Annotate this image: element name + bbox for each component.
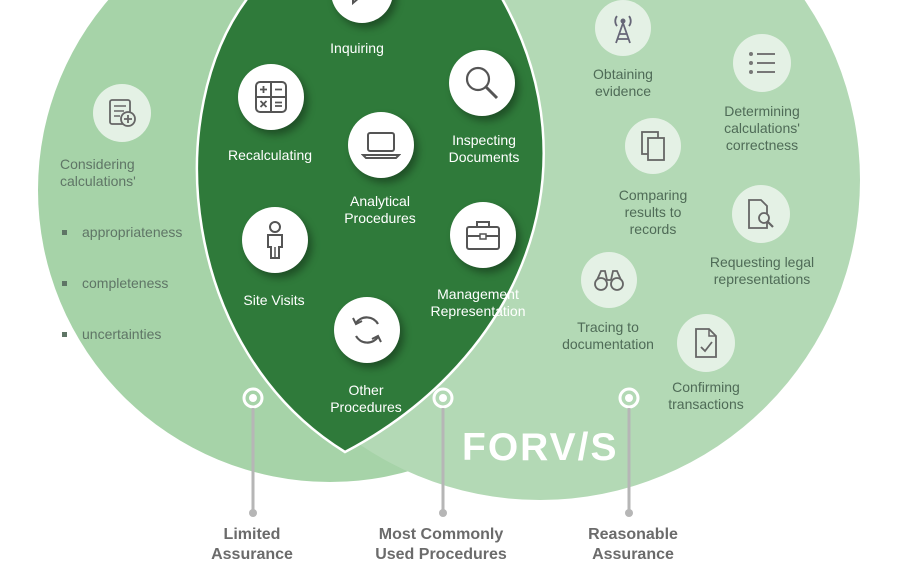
legend-pointer-limited (242, 387, 264, 517)
analytical-label: Analytical Procedures (344, 193, 416, 226)
determining-label: Determining calculations' correctness (724, 103, 800, 153)
limited-bullet-list: appropriateness completeness uncertainti… (60, 190, 182, 377)
comparing-label: Comparing results to records (618, 187, 688, 237)
legend-limited-assurance: Limited Assurance (211, 526, 293, 563)
legal-label: Requesting legal representations (709, 254, 815, 287)
bullet-completeness: completeness (60, 275, 182, 292)
magnifier-icon (449, 50, 515, 116)
legend-common-procedures: Most Commonly Used Procedures (375, 526, 507, 563)
binoculars-icon (581, 252, 637, 308)
calculator-plus-icon (93, 84, 151, 142)
legend-pointer-reasonable (618, 387, 640, 517)
recalculating-label: Recalculating (227, 147, 313, 163)
briefcase-icon (450, 202, 516, 268)
laptop-icon (348, 112, 414, 178)
legend-reasonable-assurance: Reasonable Assurance (588, 526, 678, 563)
document-search-icon (732, 185, 790, 243)
inquiring-label: Inquiring (330, 40, 384, 56)
calculator-icon (238, 64, 304, 130)
limited-heading: Considering calculations' (60, 156, 136, 189)
documents-icon (625, 118, 681, 174)
management-label: Management Representation (430, 286, 526, 319)
document-check-icon (677, 314, 735, 372)
inspecting-label: Inspecting Documents (448, 132, 520, 165)
forvis-logo: FORV/S (462, 426, 619, 469)
broadcast-tower-icon (595, 0, 651, 56)
legend-pointer-common (432, 387, 454, 517)
bullet-appropriateness: appropriateness (60, 224, 182, 241)
other-procedures-label: Other Procedures (330, 382, 402, 415)
refresh-icon (334, 297, 400, 363)
person-icon (242, 207, 308, 273)
confirming-label: Confirming transactions (668, 379, 744, 412)
obtaining-label: Obtaining evidence (593, 66, 653, 99)
site-visits-label: Site Visits (243, 292, 305, 308)
chat-bubble-icon (331, 0, 393, 23)
checklist-icon (733, 34, 791, 92)
bullet-uncertainties: uncertainties (60, 326, 182, 343)
tracing-label: Tracing to documentation (562, 319, 654, 352)
